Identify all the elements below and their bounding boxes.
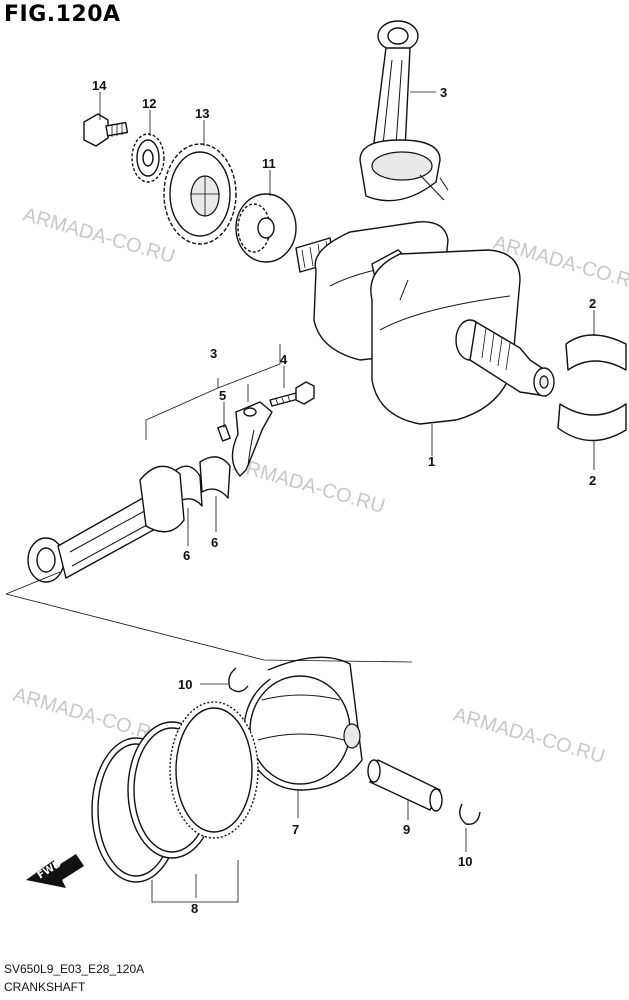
bearings-2 bbox=[557, 334, 627, 442]
watermark: ARMADA-CO.RU bbox=[231, 454, 388, 518]
callout-3-top: 3 bbox=[440, 85, 447, 100]
piston-pin-9 bbox=[367, 759, 443, 812]
callout-4: 4 bbox=[280, 352, 288, 367]
bearings-6 bbox=[175, 456, 231, 507]
callout-6-right: 6 bbox=[211, 535, 218, 550]
callout-10-left: 10 bbox=[178, 677, 192, 692]
piston-7 bbox=[243, 656, 363, 791]
callout-12: 12 bbox=[142, 96, 156, 111]
watermark: ARMADA-CO.RU bbox=[21, 204, 178, 268]
callouts: 14 12 13 11 3 2 2 1 3 4 5 6 6 10 7 9 10 … bbox=[92, 78, 596, 916]
callout-1: 1 bbox=[428, 454, 435, 469]
crankshaft-1 bbox=[295, 221, 555, 425]
callout-7: 7 bbox=[292, 822, 299, 837]
callout-9: 9 bbox=[403, 822, 410, 837]
callout-2-lower: 2 bbox=[589, 473, 596, 488]
callout-14: 14 bbox=[92, 78, 107, 93]
callout-2-upper: 2 bbox=[589, 296, 596, 311]
circlips-10 bbox=[228, 667, 481, 825]
figure-name: CRANKSHAFT bbox=[4, 980, 86, 994]
gear-11 bbox=[235, 193, 297, 263]
figure-title: FIG.120A bbox=[4, 2, 121, 27]
callout-5: 5 bbox=[219, 388, 226, 403]
fwd-arrow: FWD bbox=[26, 854, 84, 888]
callout-3-lower: 3 bbox=[210, 346, 217, 361]
callout-8: 8 bbox=[191, 901, 198, 916]
bolt-4 bbox=[269, 381, 315, 407]
callout-10-right: 10 bbox=[458, 854, 472, 869]
callout-11: 11 bbox=[262, 156, 276, 171]
piston-rings-8 bbox=[91, 701, 259, 883]
bolt-14 bbox=[83, 113, 129, 147]
gear-13 bbox=[163, 143, 237, 245]
pin-5 bbox=[217, 424, 231, 442]
connecting-rod-left bbox=[27, 465, 185, 583]
watermark: ARMADA-CO.RU bbox=[451, 704, 608, 768]
callout-6-left: 6 bbox=[183, 548, 190, 563]
connecting-rod-top bbox=[359, 20, 449, 202]
leader-lines bbox=[5, 91, 595, 903]
gear-12 bbox=[131, 133, 165, 183]
callout-13: 13 bbox=[195, 106, 209, 121]
figure-code: SV650L9_E03_E28_120A bbox=[4, 962, 145, 976]
rod-cap-3 bbox=[231, 401, 273, 477]
